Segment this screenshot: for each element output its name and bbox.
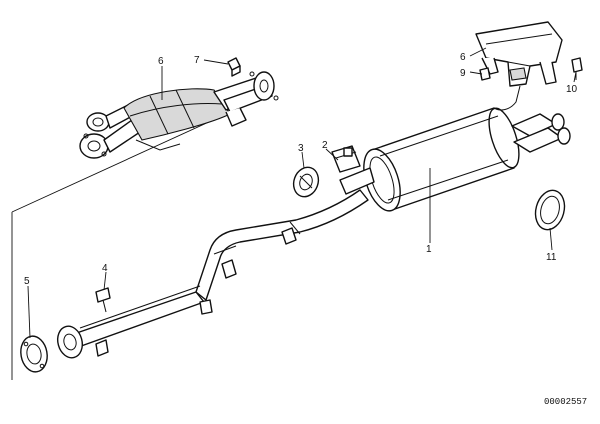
callout-4: 4 [102, 263, 108, 274]
nut-part-7 [227, 57, 241, 77]
leader-lines [27, 47, 577, 339]
callout-9: 9 [460, 68, 466, 79]
callout-5: 5 [24, 276, 30, 287]
clamp-part-2 [331, 145, 361, 173]
callout-1: 1 [426, 244, 432, 255]
sealing-ring-part-11 [534, 189, 566, 231]
rear-silencer [339, 107, 571, 212]
callout-10: 10 [566, 84, 578, 95]
catalytic-converter-assembly [79, 71, 279, 159]
callout-7: 7 [194, 55, 200, 66]
gasket-part-3 [292, 166, 320, 198]
callout-3: 3 [298, 143, 304, 154]
callout-labels: 1 2 3 4 5 6 7 6 9 10 11 [24, 52, 578, 287]
front-gasket-part-5 [20, 335, 48, 373]
callout-6-converter: 6 [158, 56, 164, 67]
document-id: 00002557 [544, 397, 587, 407]
callout-6-bracket: 6 [460, 52, 466, 63]
bolt-part-4 [95, 287, 111, 313]
callout-2: 2 [322, 140, 328, 151]
callout-11: 11 [546, 252, 557, 263]
rear-hanger-bracket [475, 21, 583, 111]
intermediate-pipe [56, 189, 369, 359]
